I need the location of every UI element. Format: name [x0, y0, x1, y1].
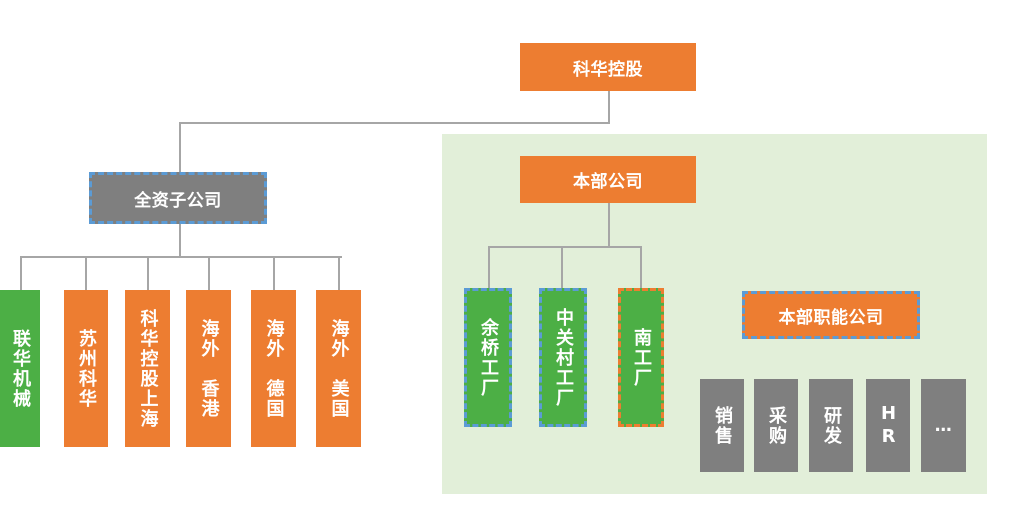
- left-leaf-stem-4: [208, 256, 210, 290]
- subsidiary-child-2[interactable]: 苏州科华: [64, 290, 108, 447]
- left-leaf-stem-6: [338, 256, 340, 290]
- factory-stem-3: [640, 246, 642, 288]
- left-branch-bus: [20, 256, 342, 258]
- function-company-label: 本部职能公司: [778, 307, 884, 328]
- root-node[interactable]: 科华控股: [520, 43, 696, 91]
- department-hr[interactable]: HR: [866, 379, 910, 472]
- subsidiary-child-label: 联华机械: [10, 328, 31, 409]
- subsidiary-child-label: 海外 香港: [198, 318, 220, 419]
- subsidiary-label: 全资子公司: [134, 190, 222, 211]
- department-label: …: [934, 415, 953, 436]
- subsidiary-child-6[interactable]: 海外 美国: [316, 290, 361, 447]
- headquarters-label: 本部公司: [573, 172, 643, 192]
- subsidiary-node[interactable]: 全资子公司: [89, 172, 267, 224]
- department-label: 采购: [766, 405, 787, 446]
- function-company-node[interactable]: 本部职能公司: [742, 291, 920, 339]
- factory-label: 中关村工厂: [553, 307, 574, 408]
- right-branch-bus: [488, 246, 642, 248]
- department-rnd[interactable]: 研发: [809, 379, 853, 472]
- subsidiary-child-4[interactable]: 海外 香港: [186, 290, 231, 447]
- factory-stem-1: [488, 246, 490, 288]
- top-stem: [608, 91, 610, 124]
- department-label: 销售: [712, 405, 733, 446]
- factory-2[interactable]: 中关村工厂: [539, 288, 587, 427]
- department-sales[interactable]: 销售: [700, 379, 744, 472]
- subsidiary-child-3[interactable]: 科华控股上海: [125, 290, 170, 447]
- factory-3[interactable]: 南工厂: [618, 288, 664, 427]
- left-branch-drop: [179, 224, 181, 258]
- factory-label: 余桥工厂: [478, 317, 499, 398]
- subsidiary-child-label: 科华控股上海: [137, 308, 159, 429]
- department-label: HR: [878, 402, 899, 449]
- subsidiary-child-label: 海外 德国: [263, 318, 285, 419]
- headquarters-node[interactable]: 本部公司: [520, 156, 696, 203]
- department-more[interactable]: …: [921, 379, 966, 472]
- department-procurement[interactable]: 采购: [754, 379, 798, 472]
- top-bus: [179, 122, 610, 124]
- subsidiary-child-5[interactable]: 海外 德国: [251, 290, 296, 447]
- subsidiary-child-label: 海外 美国: [328, 318, 350, 419]
- factory-label: 南工厂: [631, 327, 652, 388]
- factory-1[interactable]: 余桥工厂: [464, 288, 512, 427]
- left-branch-stem: [179, 122, 181, 172]
- subsidiary-child-label: 苏州科华: [76, 328, 97, 409]
- root-label: 科华控股: [573, 59, 643, 80]
- left-leaf-stem-3: [147, 256, 149, 290]
- factory-stem-2: [561, 246, 563, 288]
- subsidiary-child-1[interactable]: 联华机械: [0, 290, 40, 447]
- left-leaf-stem-2: [85, 256, 87, 290]
- left-leaf-stem-1: [20, 256, 22, 290]
- left-leaf-stem-5: [273, 256, 275, 290]
- right-branch-stem: [608, 203, 610, 248]
- department-label: 研发: [821, 405, 842, 446]
